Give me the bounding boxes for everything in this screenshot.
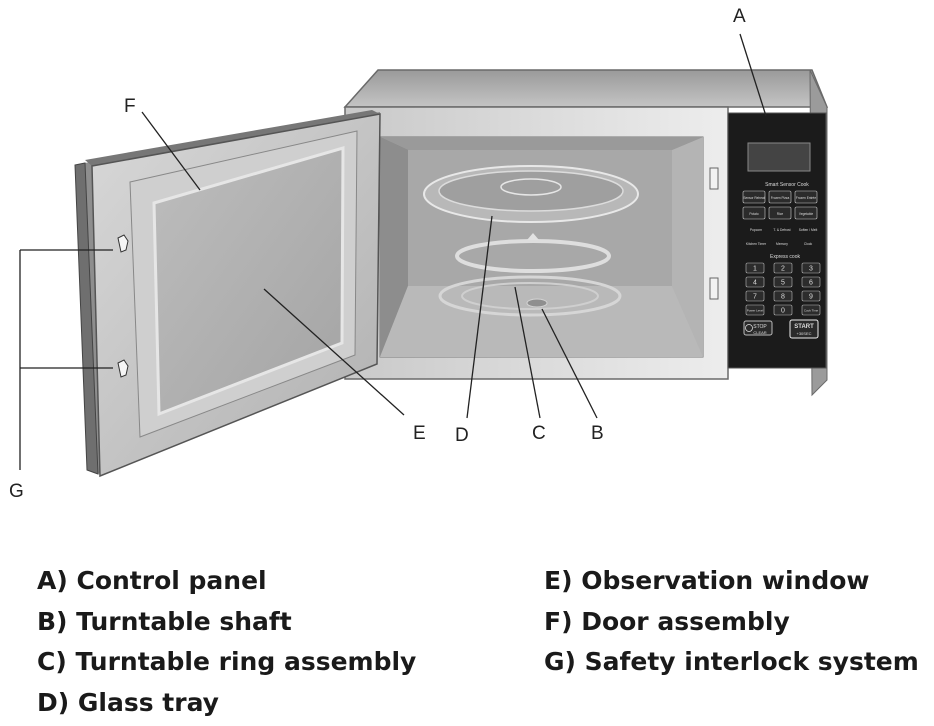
function-key[interactable]: Soften / Melt <box>799 228 818 232</box>
keypad-key-label: Power Level <box>747 309 764 313</box>
keypad-key[interactable] <box>773 290 793 302</box>
keypad-key[interactable] <box>745 276 765 288</box>
keypad-key[interactable] <box>773 262 793 274</box>
stop-label: STOP <box>753 324 767 330</box>
legend-left: A) Control panel B) Turntable shaft C) T… <box>37 561 416 723</box>
legend-item: B) Turntable shaft <box>37 606 292 636</box>
sensor-button-label: Frozen Entrée <box>796 196 816 200</box>
power-icon <box>745 324 753 332</box>
observation-window <box>152 145 345 417</box>
keypad-key[interactable] <box>745 290 765 302</box>
sensor-button-label: Potato <box>749 212 758 216</box>
keypad-key-label: 1 <box>753 266 757 273</box>
keypad-key-label: 2 <box>781 266 785 273</box>
interlock-hooks <box>117 234 129 378</box>
turntable-ring <box>455 233 611 273</box>
keypad-key-label: 7 <box>753 294 757 301</box>
leader-lines <box>19 33 767 470</box>
sensor-button-label: Frozen Pizza <box>771 196 790 200</box>
keypad-key-label: 0 <box>781 308 785 315</box>
keypad-key-label: 8 <box>781 294 785 301</box>
callout-f: F <box>124 96 136 117</box>
keypad-key-label: 9 <box>809 294 813 301</box>
start-button[interactable] <box>789 319 819 339</box>
function-key[interactable]: Clock <box>804 242 813 246</box>
legend-item: C) Turntable ring assembly <box>37 647 417 676</box>
function-labels: Popcorn T. & Defrost Soften / MeltKitchen … <box>746 228 817 246</box>
sensor-button-label: Rice <box>777 212 784 216</box>
sensor-button-label: Vegetable <box>799 212 813 216</box>
door-latch-holes <box>709 167 719 300</box>
callout-g: G <box>9 481 24 502</box>
callout-b: B <box>591 423 604 444</box>
callout-c: C <box>532 423 546 444</box>
callout-e: E <box>413 423 426 444</box>
keypad-key-label: Cook Time <box>804 309 819 313</box>
stop-sub: CLEAR <box>753 330 766 335</box>
door-assembly <box>74 110 381 478</box>
legend-item: E) Observation window <box>544 566 870 595</box>
sensor-button[interactable] <box>794 206 818 220</box>
callout-d: D <box>455 425 469 446</box>
legend-item: F) Door assembly <box>544 606 790 636</box>
express-title: Express cook <box>770 254 801 260</box>
legend-right: E) Observation window F) Door assembly G… <box>544 561 919 683</box>
legend-item: G) Safety interlock system <box>544 647 919 676</box>
control-panel: Smart Sensor Cook Sensor Reheat Frozen Pi… <box>727 112 827 369</box>
stop-button[interactable] <box>743 320 773 336</box>
keypad-key-label: 5 <box>781 280 785 287</box>
keypad-key[interactable] <box>745 304 765 316</box>
panel-title: Smart Sensor Cook <box>765 182 809 188</box>
sensor-buttons: Sensor Reheat Frozen Pizza Frozen EntréePo… <box>742 190 818 220</box>
sensor-button[interactable] <box>742 206 766 220</box>
keypad-key-label: 6 <box>809 280 813 287</box>
sensor-button[interactable] <box>794 190 818 204</box>
callout-a: A <box>733 6 746 27</box>
glass-tray <box>423 165 639 223</box>
function-key[interactable]: Kitchen Timer <box>746 242 767 246</box>
start-label: START <box>794 324 814 330</box>
start-sub: +30SEC <box>796 331 811 336</box>
function-key[interactable]: Popcorn <box>750 228 762 232</box>
turntable-shaft <box>438 275 622 317</box>
sensor-button[interactable] <box>768 206 792 220</box>
keypad-key[interactable] <box>773 276 793 288</box>
keypad-key[interactable] <box>801 290 821 302</box>
sensor-button[interactable] <box>742 190 766 204</box>
keypad-key[interactable] <box>801 262 821 274</box>
keypad-key[interactable] <box>773 304 793 316</box>
legend-item: D) Glass tray <box>37 687 219 717</box>
keypad-key-label: 4 <box>753 280 757 287</box>
function-key[interactable]: T. & Defrost <box>773 228 790 232</box>
keypad-key-label: 3 <box>809 266 813 273</box>
sensor-button-label: Sensor Reheat <box>743 196 764 200</box>
keypad-key[interactable] <box>745 262 765 274</box>
keypad-key[interactable] <box>801 304 821 316</box>
legend-item: A) Control panel <box>37 566 267 595</box>
keypad-key[interactable] <box>801 276 821 288</box>
function-key[interactable]: Memory <box>776 242 788 246</box>
microwave-diagram: Smart Sensor Cook Sensor Reheat Frozen Pi… <box>9 6 829 502</box>
sensor-button[interactable] <box>768 190 792 204</box>
